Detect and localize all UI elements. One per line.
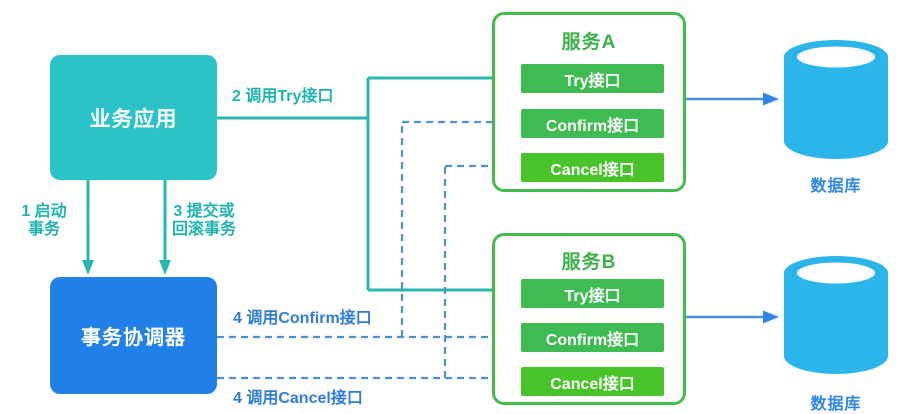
service-b-title: 服务B bbox=[561, 252, 617, 273]
database-cylinder-icon bbox=[784, 40, 888, 159]
edge-call-try-lines bbox=[82, 71, 511, 297]
edge-label-call-confirm: 4 调用Confirm接口 bbox=[233, 310, 372, 327]
database-b-label: 数据库 bbox=[810, 396, 862, 413]
edge-label-start-transaction: 1 启动 事务 bbox=[21, 203, 67, 239]
database-a-icon bbox=[782, 36, 890, 164]
database-b-icon bbox=[782, 253, 890, 379]
service-b-panel: 服务B Try接口 Confirm接口 Cancel接口 bbox=[492, 233, 686, 405]
edge-service-to-db-lines bbox=[684, 92, 779, 324]
service-a-cancel-interface: Cancel接口 bbox=[521, 153, 664, 182]
service-a-panel: 服务A Try接口 Confirm接口 Cancel接口 bbox=[492, 12, 686, 192]
transaction-coordinator-label: 事务协调器 bbox=[81, 327, 186, 349]
edge-label-commit-rollback: 3 提交或 回滚事务 bbox=[171, 203, 236, 239]
database-cylinder-icon bbox=[784, 256, 888, 374]
database-a-label: 数据库 bbox=[810, 178, 862, 195]
service-b-confirm-interface: Confirm接口 bbox=[521, 323, 664, 352]
edge-label-call-try: 2 调用Try接口 bbox=[232, 88, 334, 105]
service-a-confirm-interface: Confirm接口 bbox=[521, 109, 664, 138]
service-a-title: 服务A bbox=[561, 32, 617, 53]
business-app-node: 业务应用 bbox=[50, 55, 217, 180]
edge-call-confirm-cancel-lines bbox=[217, 115, 510, 385]
edge-label-call-cancel: 4 调用Cancel接口 bbox=[233, 390, 363, 407]
transaction-coordinator-node: 事务协调器 bbox=[50, 277, 217, 394]
service-b-try-interface: Try接口 bbox=[521, 279, 664, 308]
service-a-try-interface: Try接口 bbox=[521, 64, 664, 93]
service-b-cancel-interface: Cancel接口 bbox=[521, 367, 664, 396]
business-app-label: 业务应用 bbox=[89, 107, 178, 131]
